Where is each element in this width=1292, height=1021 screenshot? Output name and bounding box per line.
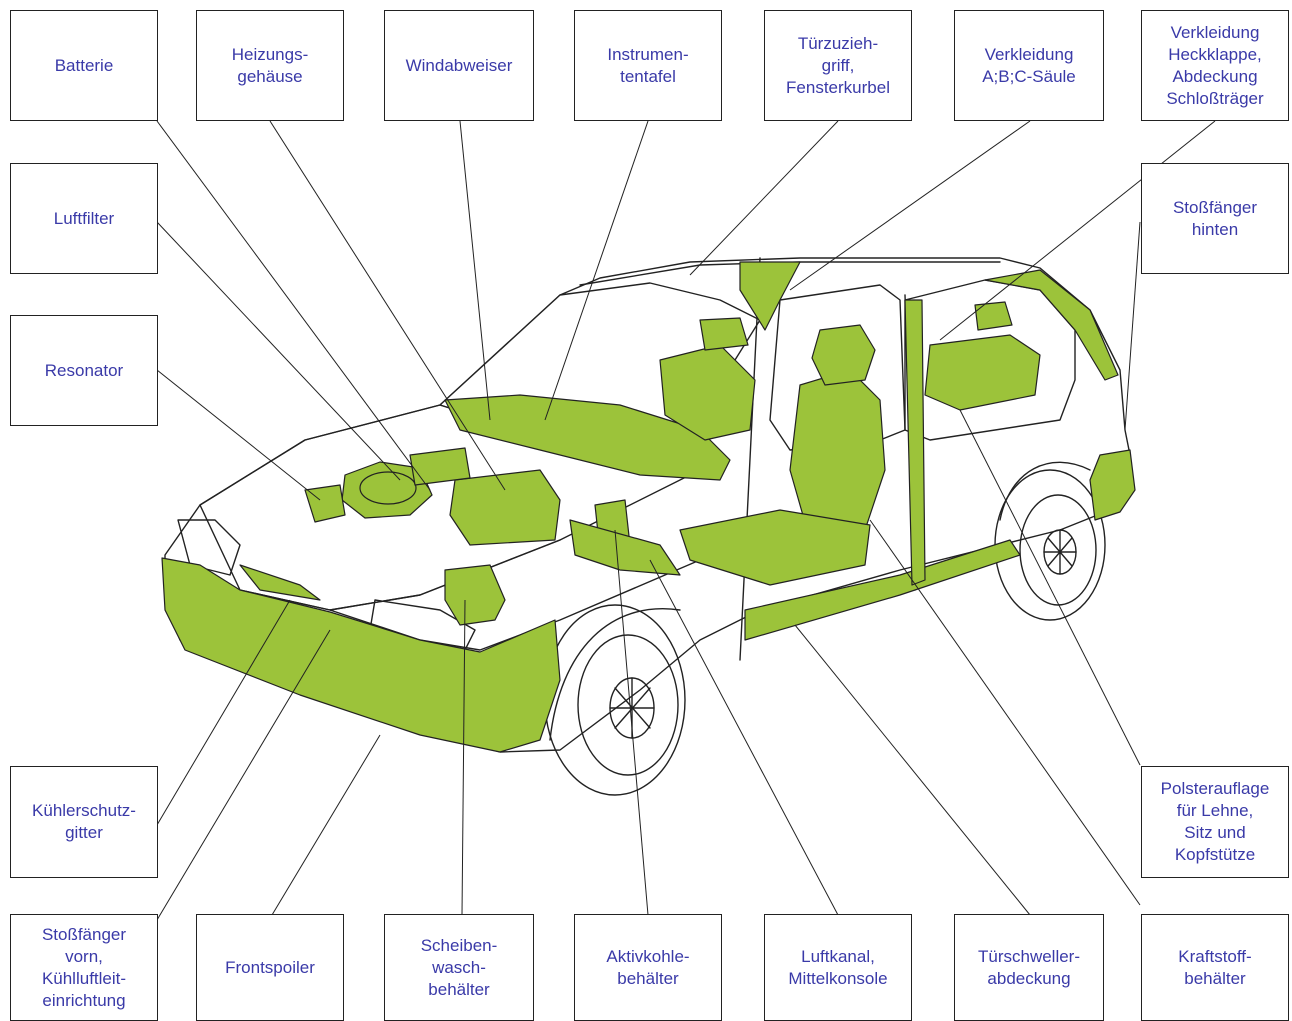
front-wheel xyxy=(544,604,686,796)
label-tuerzuziehgriff: Türzuzieh- griff, Fensterkurbel xyxy=(764,10,912,121)
label-verkleidung-heckklappe: Verkleidung Heckklappe, Abdeckung Schloß… xyxy=(1141,10,1289,121)
passenger-headrest xyxy=(699,317,749,351)
rear-headrest xyxy=(974,301,1013,331)
front-bumper-part xyxy=(161,557,561,753)
grille-part xyxy=(239,564,321,601)
label-kuehlerschutzgitter: Kühlerschutz- gitter xyxy=(10,766,158,878)
label-stossfaenger-hinten: Stoßfänger hinten xyxy=(1141,163,1289,274)
side-window-front xyxy=(769,284,906,451)
front-seat-headrest xyxy=(811,324,876,386)
label-batterie: Batterie xyxy=(10,10,158,121)
label-luftfilter: Luftfilter xyxy=(10,163,158,274)
label-instrumententafel: Instrumen- tentafel xyxy=(574,10,722,121)
battery-part xyxy=(409,447,471,486)
label-windabweiser: Windabweiser xyxy=(384,10,534,121)
resonator-part xyxy=(304,484,346,523)
c-pillar-part xyxy=(984,269,1119,381)
label-stossfaenger-vorn: Stoßfänger vorn, Kühlluftleit- einrichtu… xyxy=(10,914,158,1021)
a-pillar-line xyxy=(739,257,761,661)
label-resonator: Resonator xyxy=(10,315,158,426)
label-aktivkohlebehaelter: Aktivkohle- behälter xyxy=(574,914,722,1021)
label-heizungsgehaeuse: Heizungs- gehäuse xyxy=(196,10,344,121)
leader-lines xyxy=(156,120,1216,921)
heater-housing-part xyxy=(449,469,561,546)
label-polsterauflage: Polsterauflage für Lehne, Sitz und Kopfs… xyxy=(1141,766,1289,878)
rear-seat xyxy=(924,334,1041,411)
dashboard-part xyxy=(444,394,731,481)
air-filter-lid xyxy=(359,471,417,505)
b-pillar-part xyxy=(904,299,926,586)
washer-bottle-part xyxy=(444,564,506,626)
label-kraftstoffbehaelter: Kraftstoff- behälter xyxy=(1141,914,1289,1021)
a-pillar-part xyxy=(739,261,801,331)
label-verkleidung-saeule: Verkleidung A;B;C-Säule xyxy=(954,10,1104,121)
rear-bumper-part xyxy=(1089,449,1136,521)
label-luftkanal: Luftkanal, Mittelkonsole xyxy=(764,914,912,1021)
console-part xyxy=(569,519,681,576)
label-tuerschwellerabdeckung: Türschweller- abdeckung xyxy=(954,914,1104,1021)
label-scheibenwaschbehaelter: Scheiben- wasch- behälter xyxy=(384,914,534,1021)
headlight-left xyxy=(177,519,241,576)
label-frontspoiler: Frontspoiler xyxy=(196,914,344,1021)
door-sill-part xyxy=(744,539,1021,641)
front-seat-cushion xyxy=(679,509,871,586)
